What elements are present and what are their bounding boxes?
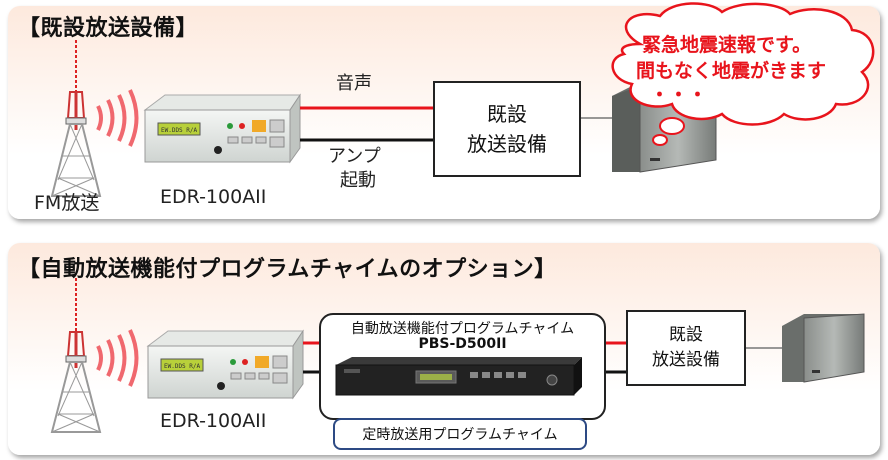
tower-icon — [50, 278, 102, 433]
bubble-text-line3: ・・・ — [650, 84, 708, 106]
svg-text:EW.DDS R/A: EW.DDS R/A — [161, 127, 198, 134]
equipment-label-line2: 放送設備 — [467, 132, 547, 156]
receiver-device: EW.DDS R/A — [146, 329, 304, 400]
bubble-text-line2: 間もなく地震がきます — [636, 60, 827, 82]
tower-icon — [50, 40, 102, 197]
speech-bubble — [611, 2, 875, 146]
amp-start-label-line2: 起動 — [340, 170, 376, 191]
existing-broadcast-equipment: 既設 放送設備 — [433, 81, 581, 177]
radio-wave-icon — [96, 329, 139, 387]
program-chime-title: 自動放送機能付プログラムチャイム — [350, 321, 575, 337]
audio-label: 音声 — [336, 73, 372, 94]
program-chime-model: PBS-D500II — [418, 336, 507, 352]
bubble-text-line1: 緊急地震速報です。 — [642, 34, 812, 56]
speaker-icon — [782, 313, 865, 383]
equipment-label-line1: 既設 — [669, 325, 703, 345]
svg-text:EW.DDS R/A: EW.DDS R/A — [164, 363, 201, 370]
receiver-label: EDR-100AII — [160, 410, 267, 432]
existing-broadcast-equipment: 既設 放送設備 — [626, 310, 746, 386]
bottom-heading: 【自動放送機能付プログラムチャイムのオプション】 — [18, 257, 557, 282]
program-chime-device — [335, 357, 582, 396]
fm-broadcast-label: FM放送 — [34, 192, 100, 214]
radio-wave-icon — [96, 89, 139, 147]
top-heading: 【既設放送設備】 — [18, 16, 199, 41]
equipment-label-line1: 既設 — [487, 102, 527, 126]
amp-start-label-line1: アンプ — [328, 146, 381, 167]
receiver-label: EDR-100AII — [160, 186, 267, 208]
timer-chime-label: 定時放送用プログラムチャイム — [333, 418, 587, 450]
receiver-device: EW.DDS R/A — [143, 93, 301, 164]
equipment-label-line2: 放送設備 — [652, 350, 720, 370]
